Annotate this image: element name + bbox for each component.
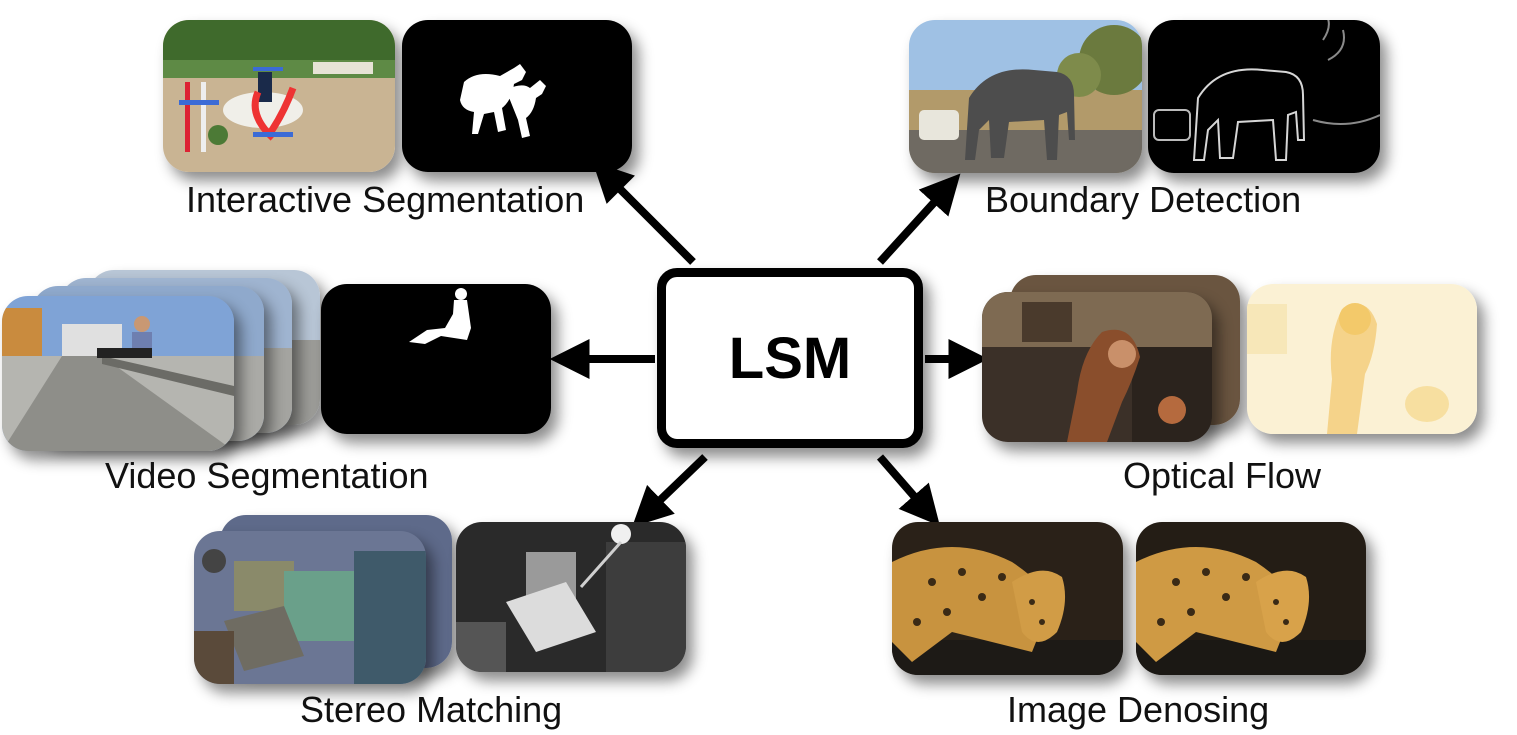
video-frame-front bbox=[2, 296, 234, 451]
interactive-mask-image bbox=[402, 20, 632, 172]
video-segmentation-label: Video Segmentation bbox=[105, 455, 429, 496]
video-mask-image bbox=[321, 284, 551, 434]
flow-frame-front bbox=[982, 292, 1212, 442]
lsm-center-label: LSM bbox=[728, 325, 852, 391]
arrow-to-stereo-matching bbox=[632, 454, 708, 528]
lsm-center-box: LSM bbox=[657, 268, 923, 448]
boundary-detection-label: Boundary Detection bbox=[985, 179, 1302, 220]
boundary-input-image bbox=[909, 20, 1142, 173]
stereo-frame-front bbox=[194, 531, 426, 684]
denoise-output-image bbox=[1136, 522, 1366, 675]
boundary-output-image bbox=[1148, 20, 1380, 173]
stereo-matching-label: Stereo Matching bbox=[300, 689, 563, 730]
optical-flow-label: Optical Flow bbox=[1123, 455, 1322, 496]
interactive-input-image bbox=[163, 20, 395, 172]
arrow-to-interactive-segmentation bbox=[592, 161, 696, 265]
flow-output-image bbox=[1247, 284, 1477, 434]
stereo-disparity-image bbox=[456, 522, 686, 672]
interactive-segmentation-label: Interactive Segmentation bbox=[186, 179, 585, 220]
arrow-to-boundary-detection bbox=[877, 173, 961, 265]
denoise-input-image bbox=[892, 522, 1123, 675]
image-denoising-label: Image Denosing bbox=[1007, 689, 1270, 730]
arrow-to-image-denoising bbox=[876, 454, 940, 526]
